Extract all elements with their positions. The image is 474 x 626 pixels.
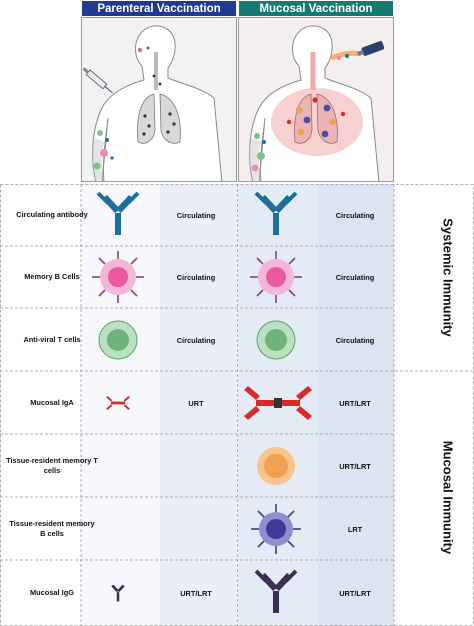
row-label-tissue-resident-t: Tissue-resident memory T cells [6,456,98,475]
mucosal-t-cell-icon [256,320,296,360]
parenteral-igg-icon [111,584,125,602]
parenteral-memory-b-cell-icon [92,251,144,303]
parenteral-illustration [81,17,237,182]
mucosal-header: Mucosal Vaccination [238,0,394,17]
row-label-mucosal-igg: Mucosal IgG [30,588,74,598]
mucosal-value-row-1: Circulating [335,211,375,220]
parenteral-value-row-4: URT [188,399,204,408]
mucosal-memory-b-cell-icon [250,251,302,303]
systemic-immunity-label: Systemic Immunity [440,218,456,337]
parenteral-header: Parenteral Vaccination [81,0,237,17]
comparison-table: Circulating antibody Memory B Cells Anti… [0,184,474,626]
table-grid [0,184,474,626]
row-label-anti-viral-t-cells: Anti-viral T cells [23,334,81,344]
mucosal-immunity-label: Mucosal Immunity [440,440,456,555]
row-label-mucosal-iga: Mucosal IgA [30,397,74,407]
parenteral-value-row-2: Circulating [176,273,216,282]
row-label-memory-b-cells: Memory B Cells [24,272,80,282]
parenteral-antibody-icon [96,191,140,235]
parenteral-value-row-7: URT/LRT [180,589,212,598]
mucosal-value-row-3: Circulating [335,336,375,345]
row-label-circulating-antibody: Circulating antibody [16,210,88,220]
mucosal-igg-icon [254,569,298,613]
parenteral-value-row-1: Circulating [176,211,216,220]
parenteral-value-row-3: Circulating [176,336,216,345]
parenteral-iga-dimer-icon [106,396,130,410]
row-label-tissue-resident-b: Tissue-resident memory B cells [9,519,95,538]
mucosal-value-row-2: Circulating [335,273,375,282]
mucosal-resident-b-cell-icon [251,504,301,554]
mucosal-value-row-4: URT/LRT [339,399,371,408]
mucosal-value-row-7: URT/LRT [339,589,371,598]
mucosal-iga-dimer-icon [244,386,312,420]
mucosal-illustration [238,17,394,182]
parenteral-body-figure [82,25,223,181]
mucosal-value-row-5: URT/LRT [339,462,371,471]
parenteral-t-cell-icon [98,320,138,360]
mucosal-resident-t-cell-icon [257,447,295,485]
mucosal-antibody-icon [254,191,298,235]
mucosal-value-row-6: LRT [347,525,363,534]
mucosal-body-figure [249,25,385,181]
